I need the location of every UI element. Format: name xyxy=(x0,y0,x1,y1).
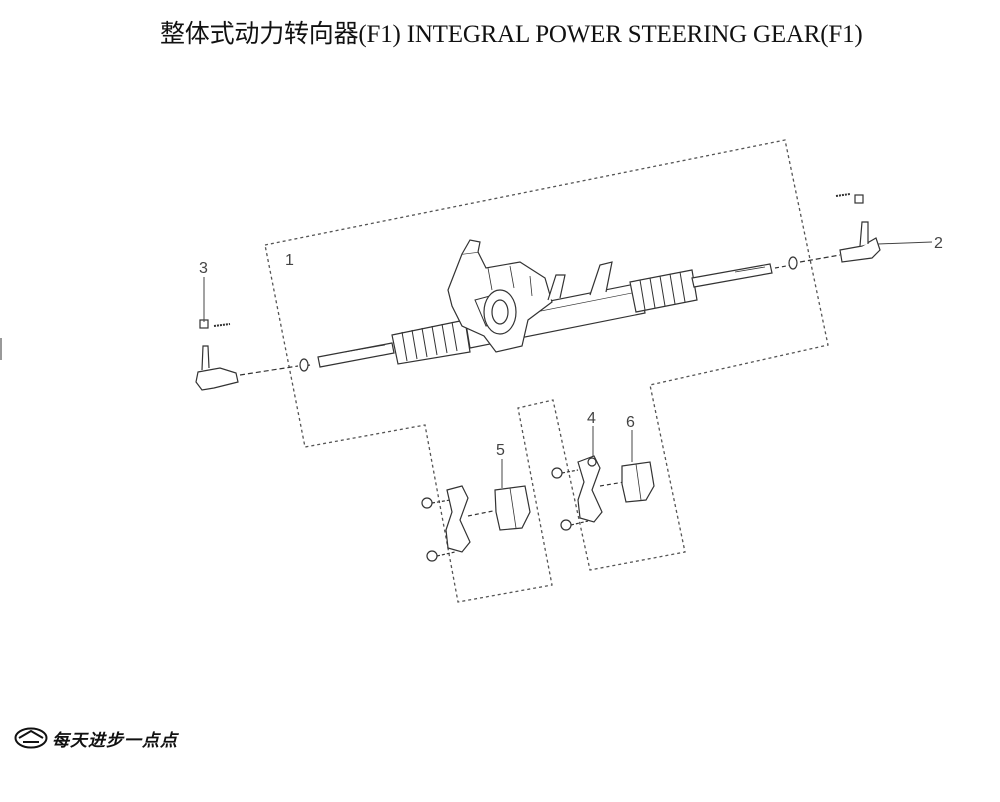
left-tie-rod-end xyxy=(195,319,311,391)
steering-rack-assembly xyxy=(317,239,773,368)
callout-leaders xyxy=(203,241,933,488)
callout-label-4: 4 xyxy=(587,410,596,427)
callout-label-5: 5 xyxy=(496,442,505,459)
callout-label-2: 2 xyxy=(934,235,943,252)
mounting-bracket-right xyxy=(551,455,655,531)
assembly-boundary-dashed xyxy=(264,139,829,603)
callout-label-3: 3 xyxy=(199,260,208,277)
right-tie-rod-end xyxy=(774,193,881,270)
footer-slogan: 每天进步一点点 xyxy=(52,730,178,751)
callout-label-6: 6 xyxy=(626,414,635,431)
footer-logo: 每天进步一点点 xyxy=(14,723,254,753)
callout-label-1: 1 xyxy=(285,252,294,269)
automaker-logo-icon xyxy=(14,727,48,749)
page-title: 整体式动力转向器(F1) INTEGRAL POWER STEERING GEA… xyxy=(160,21,863,48)
page-edge-mark xyxy=(0,338,2,360)
mounting-bracket-left xyxy=(421,485,531,562)
